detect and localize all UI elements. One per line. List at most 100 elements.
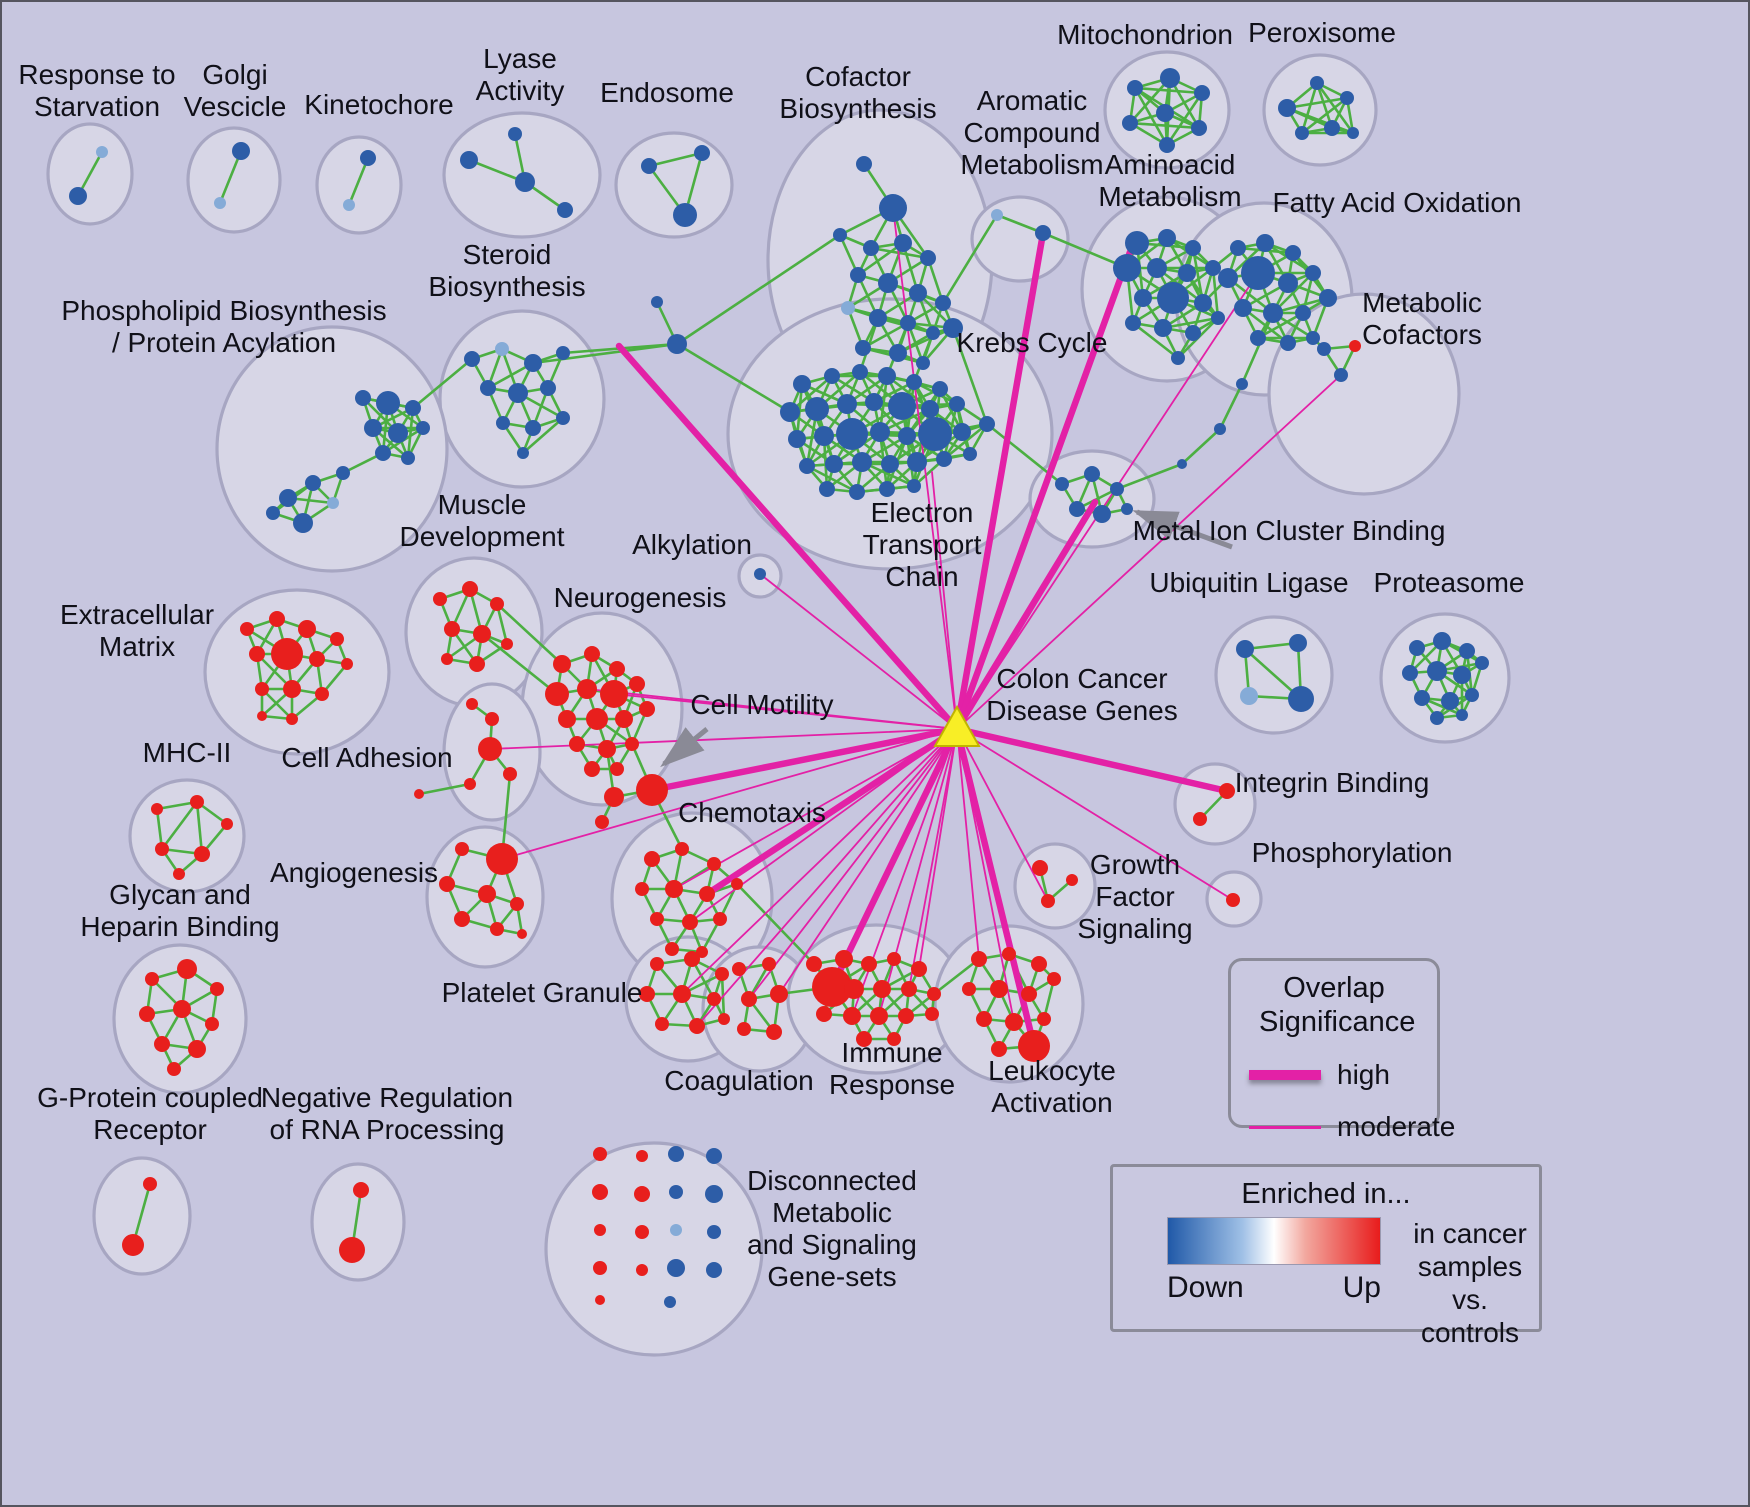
gene-set-node <box>257 711 267 721</box>
cluster-label-phosphorylation: Phosphorylation <box>1252 837 1453 868</box>
gene-set-node <box>1160 68 1180 88</box>
gene-set-node <box>221 818 233 830</box>
gene-set-node <box>1250 330 1266 346</box>
association-edge <box>951 327 989 425</box>
gene-set-node <box>305 475 321 491</box>
overlap-edge-moderate <box>892 207 958 730</box>
gene-set-node <box>707 992 721 1006</box>
gene-set-node <box>667 1259 685 1277</box>
gene-set-node <box>850 267 866 283</box>
gene-set-node <box>405 400 421 416</box>
gene-set-node <box>766 1024 782 1040</box>
gene-set-node <box>279 489 297 507</box>
gene-set-node <box>870 422 890 442</box>
gene-set-node <box>584 761 600 777</box>
gene-set-node <box>991 209 1003 221</box>
high-significance-label: high <box>1337 1059 1390 1090</box>
cluster-ellipse-metal-ion-cluster-binding <box>1028 449 1156 549</box>
gene-set-node <box>879 194 907 222</box>
gene-set-node <box>558 710 576 728</box>
cluster-label-krebs-cycle: Krebs Cycle <box>957 327 1108 358</box>
gene-set-node <box>869 309 887 327</box>
gene-set-node <box>1433 632 1451 650</box>
gene-set-node <box>1157 282 1189 314</box>
association-edge <box>1286 96 1348 110</box>
cluster-ellipse-golgi-vescicle <box>186 126 282 234</box>
gene-set-node <box>1037 1012 1051 1026</box>
gene-set-node <box>557 202 573 218</box>
gene-set-node <box>935 295 951 311</box>
association-edge <box>347 157 370 206</box>
gene-set-node <box>205 1017 219 1031</box>
gene-set-node <box>971 951 987 967</box>
gene-set-node <box>96 146 108 158</box>
gene-set-node <box>898 427 916 445</box>
gene-set-node <box>341 658 353 670</box>
cluster-label-metal-ion-cluster-binding: Metal Ion Cluster Binding <box>1133 515 1446 546</box>
gene-set-node <box>190 795 204 809</box>
gene-set-node <box>1041 894 1055 908</box>
gene-set-node <box>460 151 478 169</box>
gene-set-node <box>376 391 400 415</box>
gene-set-node <box>636 774 668 806</box>
overlap-edge-moderate <box>878 728 958 1017</box>
cluster-label-peroxisome: Peroxisome <box>1248 17 1396 48</box>
gene-set-node <box>501 638 513 650</box>
cluster-label-endosome: Endosome <box>600 77 734 108</box>
gene-set-node <box>636 1264 648 1276</box>
cluster-ellipse-endosome <box>614 131 734 239</box>
gene-set-node <box>878 367 896 385</box>
overlap-edge-moderate <box>778 728 958 995</box>
gene-set-node <box>943 318 963 338</box>
gene-set-node <box>1211 311 1225 325</box>
association-edge <box>1116 462 1183 491</box>
gene-set-node <box>508 127 522 141</box>
gene-set-node <box>1214 423 1226 435</box>
gene-set-node <box>271 638 303 670</box>
association-edge <box>736 883 815 965</box>
gene-set-node <box>878 273 898 293</box>
gene-set-node <box>249 646 265 662</box>
gene-set-node <box>780 402 800 422</box>
gene-set-node <box>1047 972 1061 986</box>
gene-set-node <box>1032 860 1048 876</box>
gene-set-node <box>355 390 371 406</box>
gene-set-node <box>665 880 683 898</box>
gene-set-node <box>1453 666 1471 684</box>
gene-set-node <box>1306 331 1320 345</box>
association-edge <box>481 632 558 696</box>
cluster-label-coagulation: Coagulation <box>664 1065 813 1096</box>
gene-set-node <box>675 842 689 856</box>
gene-set-node <box>592 1184 608 1200</box>
gene-set-node <box>232 142 250 160</box>
association-edge <box>1129 77 1171 124</box>
gene-set-node <box>154 1036 170 1052</box>
gene-set-node <box>360 150 376 166</box>
gene-set-node <box>635 882 649 896</box>
cluster-label-phospholipid-biosynthesis: Phospholipid Biosynthesis/ Protein Acyla… <box>61 295 386 358</box>
gene-set-node <box>1031 956 1047 972</box>
gene-set-node <box>339 1237 365 1263</box>
association-edge <box>406 407 415 459</box>
cluster-label-chemotaxis: Chemotaxis <box>678 797 826 828</box>
overlap-edge-moderate <box>931 471 958 730</box>
gene-set-node <box>496 416 510 430</box>
gene-set-node <box>689 1018 705 1034</box>
gene-set-node <box>577 679 597 699</box>
gene-set-node <box>1154 319 1172 337</box>
gene-set-node <box>705 1185 723 1203</box>
gene-set-node <box>921 400 939 418</box>
gene-set-node <box>669 1185 683 1199</box>
association-edge <box>532 342 678 365</box>
cluster-label-fatty-acid-oxidation: Fatty Acid Oxidation <box>1272 187 1521 218</box>
gene-set-node <box>1191 120 1207 136</box>
gene-set-node <box>841 301 855 315</box>
gene-set-node <box>731 878 743 890</box>
gene-set-node <box>1147 258 1167 278</box>
overlap-edge-high <box>953 235 1046 733</box>
